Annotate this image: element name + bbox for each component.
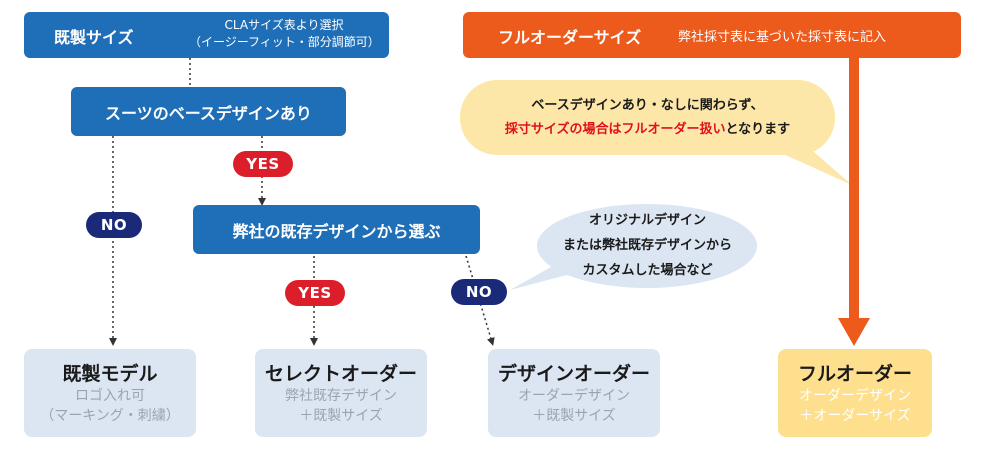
result-title: 既製モデル (62, 363, 158, 385)
bubble-mid-text: オリジナルデザイン または弊社既存デザインから カスタムした場合など (540, 208, 755, 283)
bubble-mid-line3: カスタムした場合など (582, 263, 713, 278)
result-design-order: デザインオーダー オーダーデザイン ＋既製サイズ (488, 349, 660, 437)
result-sub2: ＋オーダーサイズ (799, 408, 911, 424)
bubble-right-rest: となります (725, 122, 791, 137)
result-title: フルオーダー (797, 363, 912, 385)
existing-design-box: 弊社の既存デザインから選ぶ (193, 205, 480, 254)
bubble-right-text: ベースデザインあり・なしに関わらず、 採寸サイズの場合はフルオーダー扱いとなりま… (470, 94, 825, 142)
no-badge-left: NO (86, 212, 142, 238)
no-badge-right: NO (451, 279, 507, 305)
result-sub1: オーダーデザイン (799, 388, 911, 404)
ready-size-box: 既製サイズ CLAサイズ表より選択 （イージーフィット・部分調節可） (24, 12, 389, 58)
yes-badge-mid: YES (285, 280, 345, 306)
result-select-order: セレクトオーダー 弊社既存デザイン ＋既製サイズ (255, 349, 427, 437)
ready-size-note-line2: （イージーフィット・部分調節可） (189, 35, 380, 49)
bubble-right-line2: 採寸サイズの場合はフルオーダー扱いとなります (470, 118, 825, 142)
result-sub1: ロゴ入れ可 (75, 388, 145, 404)
full-order-size-note: 弊社採寸表に基づいた採寸表に記入 (678, 30, 887, 45)
base-design-box: スーツのベースデザインあり (71, 87, 346, 136)
result-sub1: 弊社既存デザイン (285, 388, 397, 404)
bubble-right-line1: ベースデザインあり・なしに関わらず、 (531, 98, 764, 113)
full-order-size-box: フルオーダーサイズ 弊社採寸表に基づいた採寸表に記入 (463, 12, 961, 58)
result-ready-model: 既製モデル ロゴ入れ可 （マーキング・刺繍） (24, 349, 196, 437)
ready-size-title: 既製サイズ (54, 28, 134, 47)
result-full-order: フルオーダー オーダーデザイン ＋オーダーサイズ (778, 349, 932, 437)
result-title: デザインオーダー (497, 363, 650, 385)
result-sub2: （マーキング・刺繍） (40, 408, 180, 424)
result-sub2: ＋既製サイズ (299, 408, 383, 424)
full-order-arrow (838, 58, 870, 346)
speech-bubble-mid (510, 204, 757, 290)
bubble-right-emphasis: 採寸サイズの場合はフルオーダー扱い (504, 122, 726, 137)
yes-badge-top: YES (233, 151, 293, 177)
bubble-mid-line1: オリジナルデザイン (588, 213, 706, 228)
speech-bubble-right (460, 80, 852, 185)
full-order-size-title: フルオーダーサイズ (498, 28, 642, 47)
result-sub2: ＋既製サイズ (532, 408, 616, 424)
result-sub1: オーダーデザイン (518, 388, 630, 404)
ready-size-note-line1: CLAサイズ表より選択 (224, 18, 344, 32)
bubble-mid-line2: または弊社既存デザインから (562, 238, 732, 253)
result-title: セレクトオーダー (264, 363, 417, 385)
